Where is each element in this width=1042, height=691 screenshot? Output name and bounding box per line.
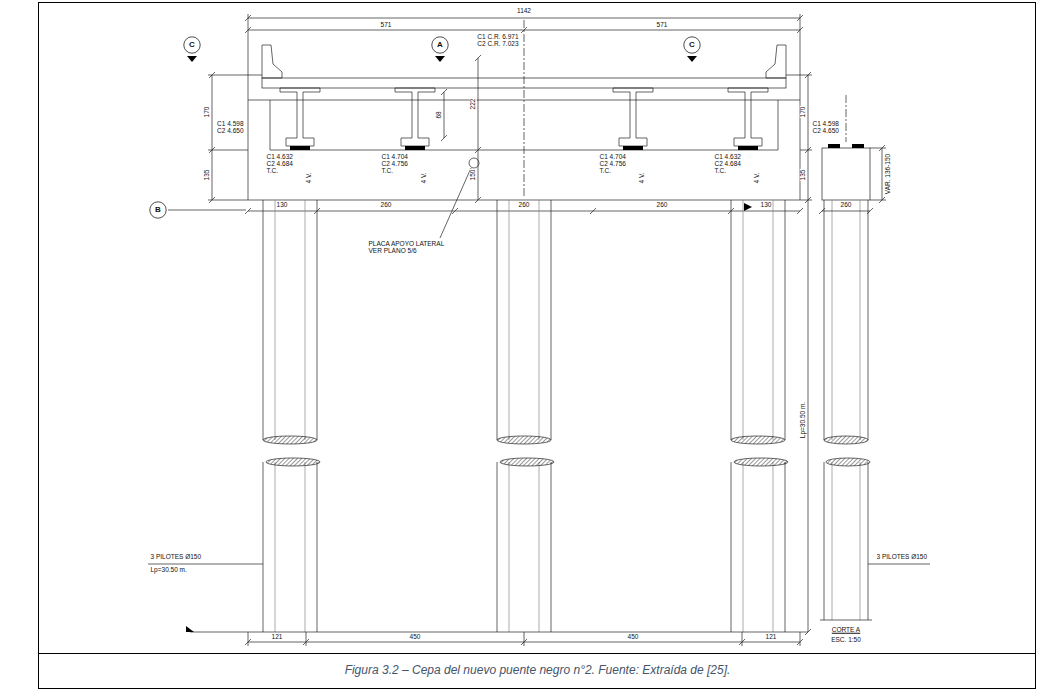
elevation-label: C2 4.650 — [812, 128, 839, 135]
note-label: T.C. — [599, 168, 612, 175]
section-marker: A — [431, 36, 449, 54]
dimension-label: 571 — [656, 22, 668, 29]
section-bearing-pads — [828, 144, 864, 148]
section-marker: C — [183, 36, 201, 54]
scale-note: ESC. 1:50 — [831, 637, 862, 644]
dimension-label: 222 — [470, 98, 477, 110]
section-marker: B — [149, 201, 167, 219]
dimension-label: 150 — [470, 169, 477, 181]
dimension-label: 571 — [380, 22, 392, 29]
dimension-label: 260 — [518, 202, 530, 209]
dimension-label: 68 — [436, 111, 443, 119]
elevation-label: C1 4.704 — [599, 154, 626, 161]
elevation-label: C2 4.684 — [266, 161, 293, 168]
elevation-label: C1 C.R. 6.971 — [477, 34, 519, 41]
section-letter: A — [437, 41, 443, 49]
figure-frame — [39, 3, 1036, 689]
note-label: PLACA APOYO LATERAL — [368, 241, 445, 248]
section-letter: C — [689, 41, 695, 49]
note-label: VER PLANO 5/6 — [368, 248, 417, 255]
note-label: 4 V. — [754, 172, 761, 184]
caption-rule — [38, 653, 1036, 654]
figure-caption: Figura 3.2 – Cepa del nuevo puente negro… — [40, 663, 1035, 677]
elevation-label: C2 C.R. 7.023 — [477, 41, 519, 48]
elevation-label: C1 4.598 — [217, 121, 244, 128]
elevation-label: C1 4.704 — [381, 154, 408, 161]
dimension-label: 260 — [656, 202, 668, 209]
section-view — [819, 95, 930, 620]
section-title: CORTE A — [831, 627, 860, 634]
note-label: 3 PILOTES Ø150 — [876, 554, 928, 561]
elevation-label: C1 4.632 — [714, 154, 741, 161]
dimension-label: 135 — [800, 169, 807, 181]
note-label: 4 V. — [639, 172, 646, 184]
dimension-label: 121 — [271, 634, 283, 641]
dimension-label: 170 — [800, 106, 807, 118]
elevation-label: C2 4.684 — [714, 161, 741, 168]
note-label: T.C. — [714, 168, 727, 175]
elevation-label: C1 4.632 — [266, 154, 293, 161]
dimension-label: 260 — [380, 202, 392, 209]
note-label: Lp=30.50 m. — [150, 567, 187, 574]
elevation-view — [148, 14, 812, 646]
note-label: 3 PILOTES Ø150 — [150, 554, 202, 561]
note-label: 4 V. — [421, 172, 428, 184]
elevation-label: C2 4.756 — [599, 161, 626, 168]
section-marker: C — [683, 36, 701, 54]
dimension-label: 450 — [627, 634, 639, 641]
dimension-label: 450 — [409, 634, 421, 641]
dimension-label: 260 — [840, 202, 852, 209]
dimension-label: 170 — [204, 106, 211, 118]
elevation-label: C2 4.756 — [381, 161, 408, 168]
dimension-label: 130 — [276, 202, 288, 209]
elevation-label: C2 4.650 — [217, 128, 244, 135]
dimension-label: VAR. 136-150 — [885, 153, 892, 194]
elevation-label: C1 4.598 — [812, 121, 839, 128]
note-label: T.C. — [381, 168, 394, 175]
note-label: T.C. — [266, 168, 279, 175]
dimension-label: 1142 — [517, 8, 532, 15]
section-letter: B — [155, 206, 161, 214]
bearing-pads — [186, 56, 758, 632]
note-label: 4 V. — [306, 172, 313, 184]
dimension-label: 135 — [204, 169, 211, 181]
dimension-label: 121 — [765, 634, 777, 641]
section-letter: C — [189, 41, 195, 49]
dimension-label: 130 — [760, 202, 772, 209]
dimension-label: Lp=30.50 m. — [800, 401, 807, 438]
